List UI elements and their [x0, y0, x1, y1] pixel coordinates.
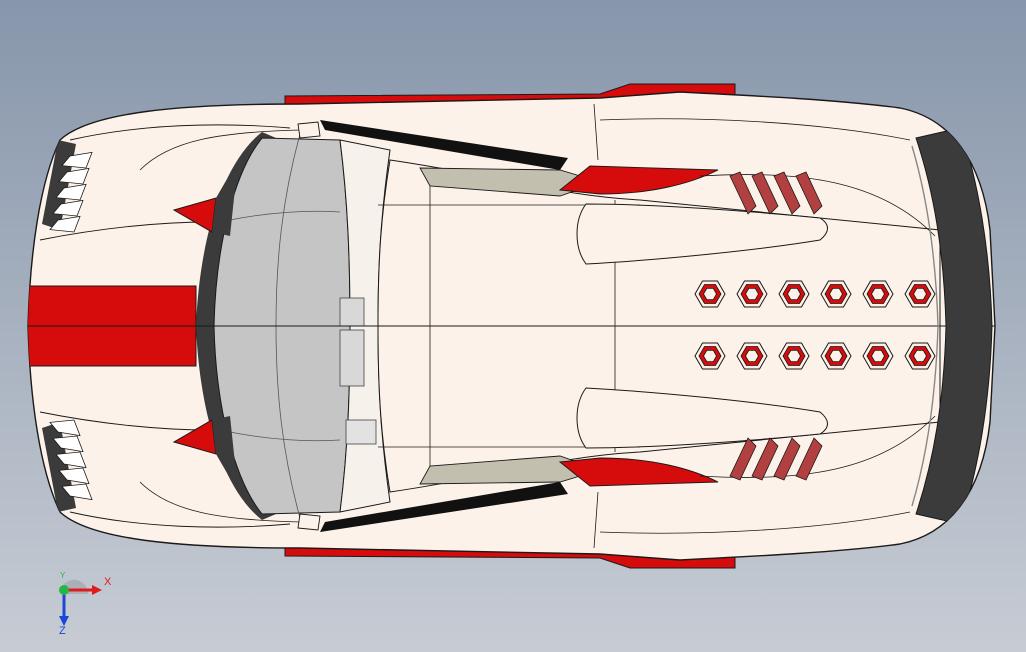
front-vent-slot [58, 167, 90, 185]
engine-gill [751, 171, 779, 215]
front-fender-line-bottom [69, 511, 291, 528]
rear-fender-split-bottom [593, 491, 599, 549]
right-engine-scoop [576, 387, 828, 449]
front-vent-slot [52, 199, 84, 217]
glass-rib-2 [229, 210, 341, 221]
hex-vent-inner [703, 350, 717, 362]
front-vent-slot [49, 215, 81, 233]
hex-vent-inner [787, 288, 801, 300]
hex-vent-inner [787, 350, 801, 362]
right-engine-gills [729, 437, 823, 481]
y-axis-label: Y [60, 571, 66, 580]
engine-gill [773, 171, 801, 215]
engine-gill [795, 437, 823, 481]
hex-vent-inner [745, 288, 759, 300]
hex-vent-inner [829, 350, 843, 362]
y-axis-dot [59, 585, 69, 595]
z-axis-arrowhead [59, 616, 69, 626]
front-vent-slot [61, 151, 93, 169]
fender-arc-top [139, 129, 301, 171]
front-vent-slot [58, 467, 90, 485]
engine-gill [795, 171, 823, 215]
rear-fender-split-top [593, 103, 599, 161]
engine-gill [751, 437, 779, 481]
front-vent-slot [55, 183, 87, 201]
left-engine-scoop [576, 203, 828, 265]
hex-vent-inner [913, 350, 927, 362]
right-rear-accent [558, 457, 719, 487]
engine-gill [773, 437, 801, 481]
front-vent-slot [49, 419, 81, 437]
rear-wing-edge [911, 145, 939, 507]
x-axis-label: X [104, 576, 112, 588]
right-intake-strut [320, 482, 568, 532]
rear-fender-line-bottom [599, 511, 911, 534]
hood-crease-top [39, 221, 211, 241]
x-axis-arrowhead [92, 585, 102, 595]
front-vent-slot [52, 435, 84, 453]
left-mirror [297, 121, 321, 139]
hex-vent-inner [829, 288, 843, 300]
hex-vent-inner [871, 288, 885, 300]
front-right-vents [49, 419, 93, 501]
left-intake-strut [320, 120, 568, 170]
engine-gill [729, 437, 757, 481]
fender-arc-bottom [139, 481, 301, 523]
hex-vent-inner [871, 350, 885, 362]
front-left-vents [49, 151, 93, 233]
engine-gill [729, 171, 757, 215]
hex-vent-inner [703, 288, 717, 300]
roof-bracket-low [345, 419, 377, 445]
front-fender-line-top [69, 124, 291, 141]
right-mirror [297, 513, 321, 531]
left-front-spear-shadow [212, 160, 238, 236]
hex-vent-inner [745, 350, 759, 362]
hood-crease-bottom [39, 411, 211, 431]
front-vent-slot [55, 451, 87, 469]
hex-vent-inner [913, 288, 927, 300]
front-vent-slot [61, 483, 93, 501]
z-axis-label: Z [59, 625, 66, 637]
glass-rib-3 [229, 431, 341, 442]
axis-triad: X Z Y [48, 571, 118, 638]
rear-fender-line-top [599, 118, 911, 141]
engine-hex-vents [694, 280, 936, 370]
roof-bracket-bottom [339, 329, 365, 387]
left-rear-accent [558, 165, 719, 195]
right-front-spear-shadow [212, 416, 238, 492]
roof-bracket-top [339, 297, 365, 327]
left-engine-gills [729, 171, 823, 215]
